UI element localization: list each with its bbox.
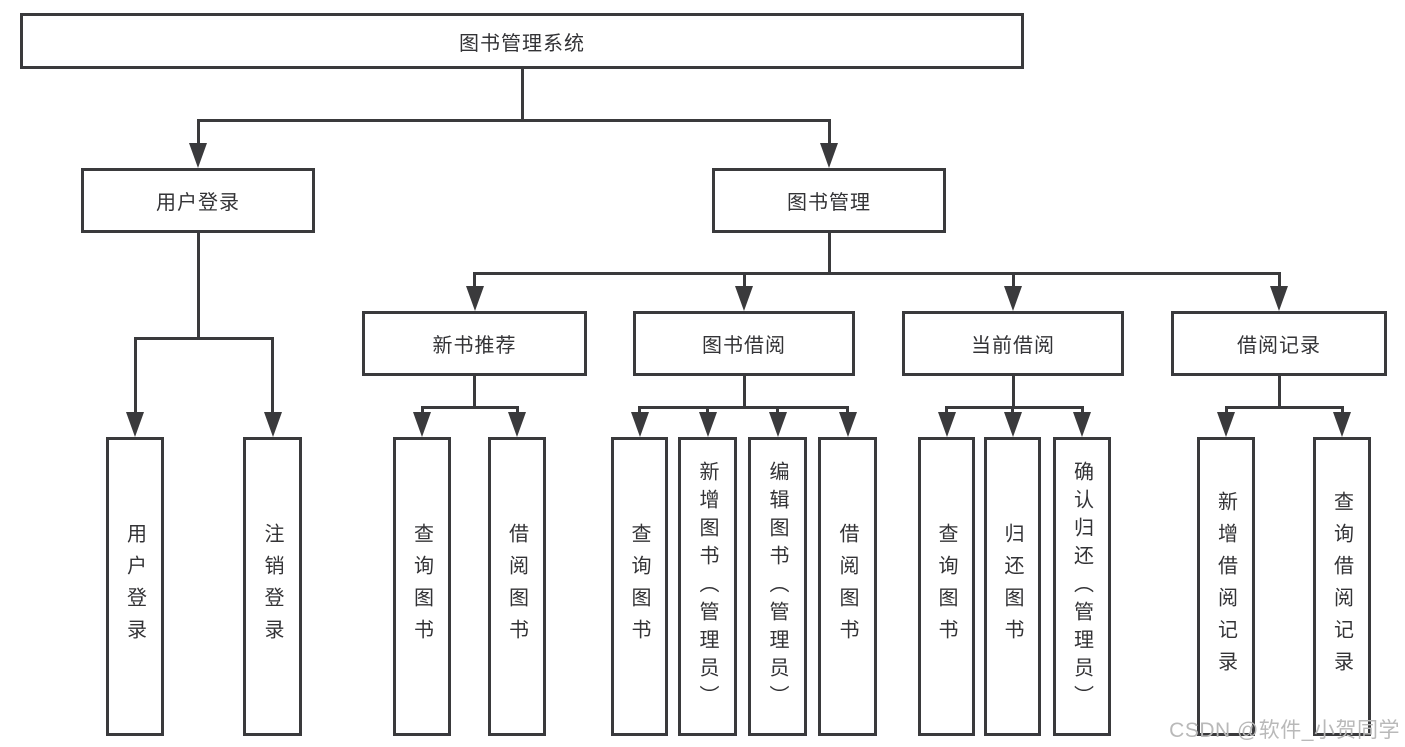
arrow-down-icon xyxy=(820,143,838,168)
node-label: 归还图书 xyxy=(1001,522,1023,651)
arrow-down-icon xyxy=(1003,412,1022,437)
node-user-login: 用户登录 xyxy=(81,168,315,233)
node-logout: 注销登录 xyxy=(243,437,302,736)
csdn-watermark: CSDN @软件_小贺同学 xyxy=(1169,719,1400,742)
node-label: 注销登录 xyxy=(261,522,283,651)
node-label: 借阅图书 xyxy=(836,522,858,651)
node-label: 编辑图书（管理员） xyxy=(766,460,788,713)
arrow-down-icon xyxy=(1004,286,1022,311)
node-br-query-borrow-record: 查询借阅记录 xyxy=(1313,437,1371,736)
node-label: 当前借阅 xyxy=(971,335,1055,357)
node-current-borrowing: 当前借阅 xyxy=(902,311,1124,376)
node-label: 查询图书 xyxy=(410,522,433,651)
arrow-down-icon xyxy=(413,412,431,437)
node-user-login-leaf: 用户登录 xyxy=(106,437,164,736)
edge-line xyxy=(420,405,519,409)
edge-line xyxy=(827,120,831,148)
node-label: 查询图书 xyxy=(628,522,650,651)
edge-line xyxy=(520,69,524,122)
node-label: 用户登录 xyxy=(156,192,240,214)
arrow-down-icon xyxy=(838,412,857,437)
arrow-down-icon xyxy=(465,286,484,311)
node-label: 借阅图书 xyxy=(505,522,528,651)
node-label: 新增图书（管理员） xyxy=(696,460,718,713)
node-label: 借阅记录 xyxy=(1237,335,1321,357)
node-cb-return-books: 归还图书 xyxy=(984,437,1041,736)
node-nbr-borrow-books: 借阅图书 xyxy=(488,437,546,736)
node-label: 图书管理系统 xyxy=(459,32,585,55)
edge-line xyxy=(271,338,274,417)
arrow-down-icon xyxy=(508,412,526,437)
edge-line xyxy=(196,233,200,340)
node-label: 确认归还（管理员） xyxy=(1070,460,1093,713)
node-nbr-query-books: 查询图书 xyxy=(393,437,451,736)
arrow-down-icon xyxy=(189,143,207,168)
node-book-borrowing: 图书借阅 xyxy=(633,311,855,376)
arrow-down-icon xyxy=(768,412,787,437)
node-book-management: 图书管理 xyxy=(712,168,946,233)
node-label: 查询借阅记录 xyxy=(1330,490,1353,683)
edge-line xyxy=(196,120,200,148)
edge-line xyxy=(742,273,746,291)
node-borrowing-records: 借阅记录 xyxy=(1171,311,1387,376)
edge-line xyxy=(1224,405,1344,409)
arrow-down-icon xyxy=(698,412,717,437)
edge-line xyxy=(133,338,137,417)
edge-line xyxy=(638,405,849,409)
node-label: 图书管理 xyxy=(787,192,871,214)
node-cb-query-books: 查询图书 xyxy=(918,437,975,736)
node-br-add-borrow-record: 新增借阅记录 xyxy=(1197,437,1255,736)
edge-line xyxy=(1277,376,1281,409)
node-library-management-system: 图书管理系统 xyxy=(20,13,1024,69)
edge-line xyxy=(945,405,1084,409)
arrow-down-icon xyxy=(1333,412,1351,437)
arrow-down-icon xyxy=(263,412,282,437)
node-label: 用户登录 xyxy=(123,522,146,651)
node-bb-edit-books-admin: 编辑图书（管理员） xyxy=(748,437,807,736)
edge-line xyxy=(133,336,274,340)
arrow-down-icon xyxy=(735,286,753,311)
edge-line xyxy=(742,376,746,409)
arrow-down-icon xyxy=(1217,412,1235,437)
arrow-down-icon xyxy=(937,412,956,437)
edge-line xyxy=(196,118,831,122)
edge-line xyxy=(827,233,831,275)
arrow-down-icon xyxy=(126,412,144,437)
arrow-down-icon xyxy=(1270,286,1288,311)
node-bb-borrow-books: 借阅图书 xyxy=(818,437,877,736)
node-label: 查询图书 xyxy=(935,522,957,651)
edge-line xyxy=(1011,273,1015,291)
node-label: 图书借阅 xyxy=(702,335,786,357)
node-label: 新书推荐 xyxy=(432,335,517,357)
edge-line xyxy=(1011,376,1015,409)
node-bb-add-books-admin: 新增图书（管理员） xyxy=(678,437,737,736)
node-new-book-recommendation: 新书推荐 xyxy=(362,311,587,376)
edge-line xyxy=(473,273,476,291)
node-label: 新增借阅记录 xyxy=(1214,490,1237,683)
edge-line xyxy=(473,376,476,409)
arrow-down-icon xyxy=(630,412,649,437)
edge-line xyxy=(473,271,1281,275)
edge-line xyxy=(1277,273,1281,291)
node-cb-confirm-return-admin: 确认归还（管理员） xyxy=(1053,437,1111,736)
arrow-down-icon xyxy=(1073,412,1091,437)
node-bb-query-books: 查询图书 xyxy=(611,437,668,736)
